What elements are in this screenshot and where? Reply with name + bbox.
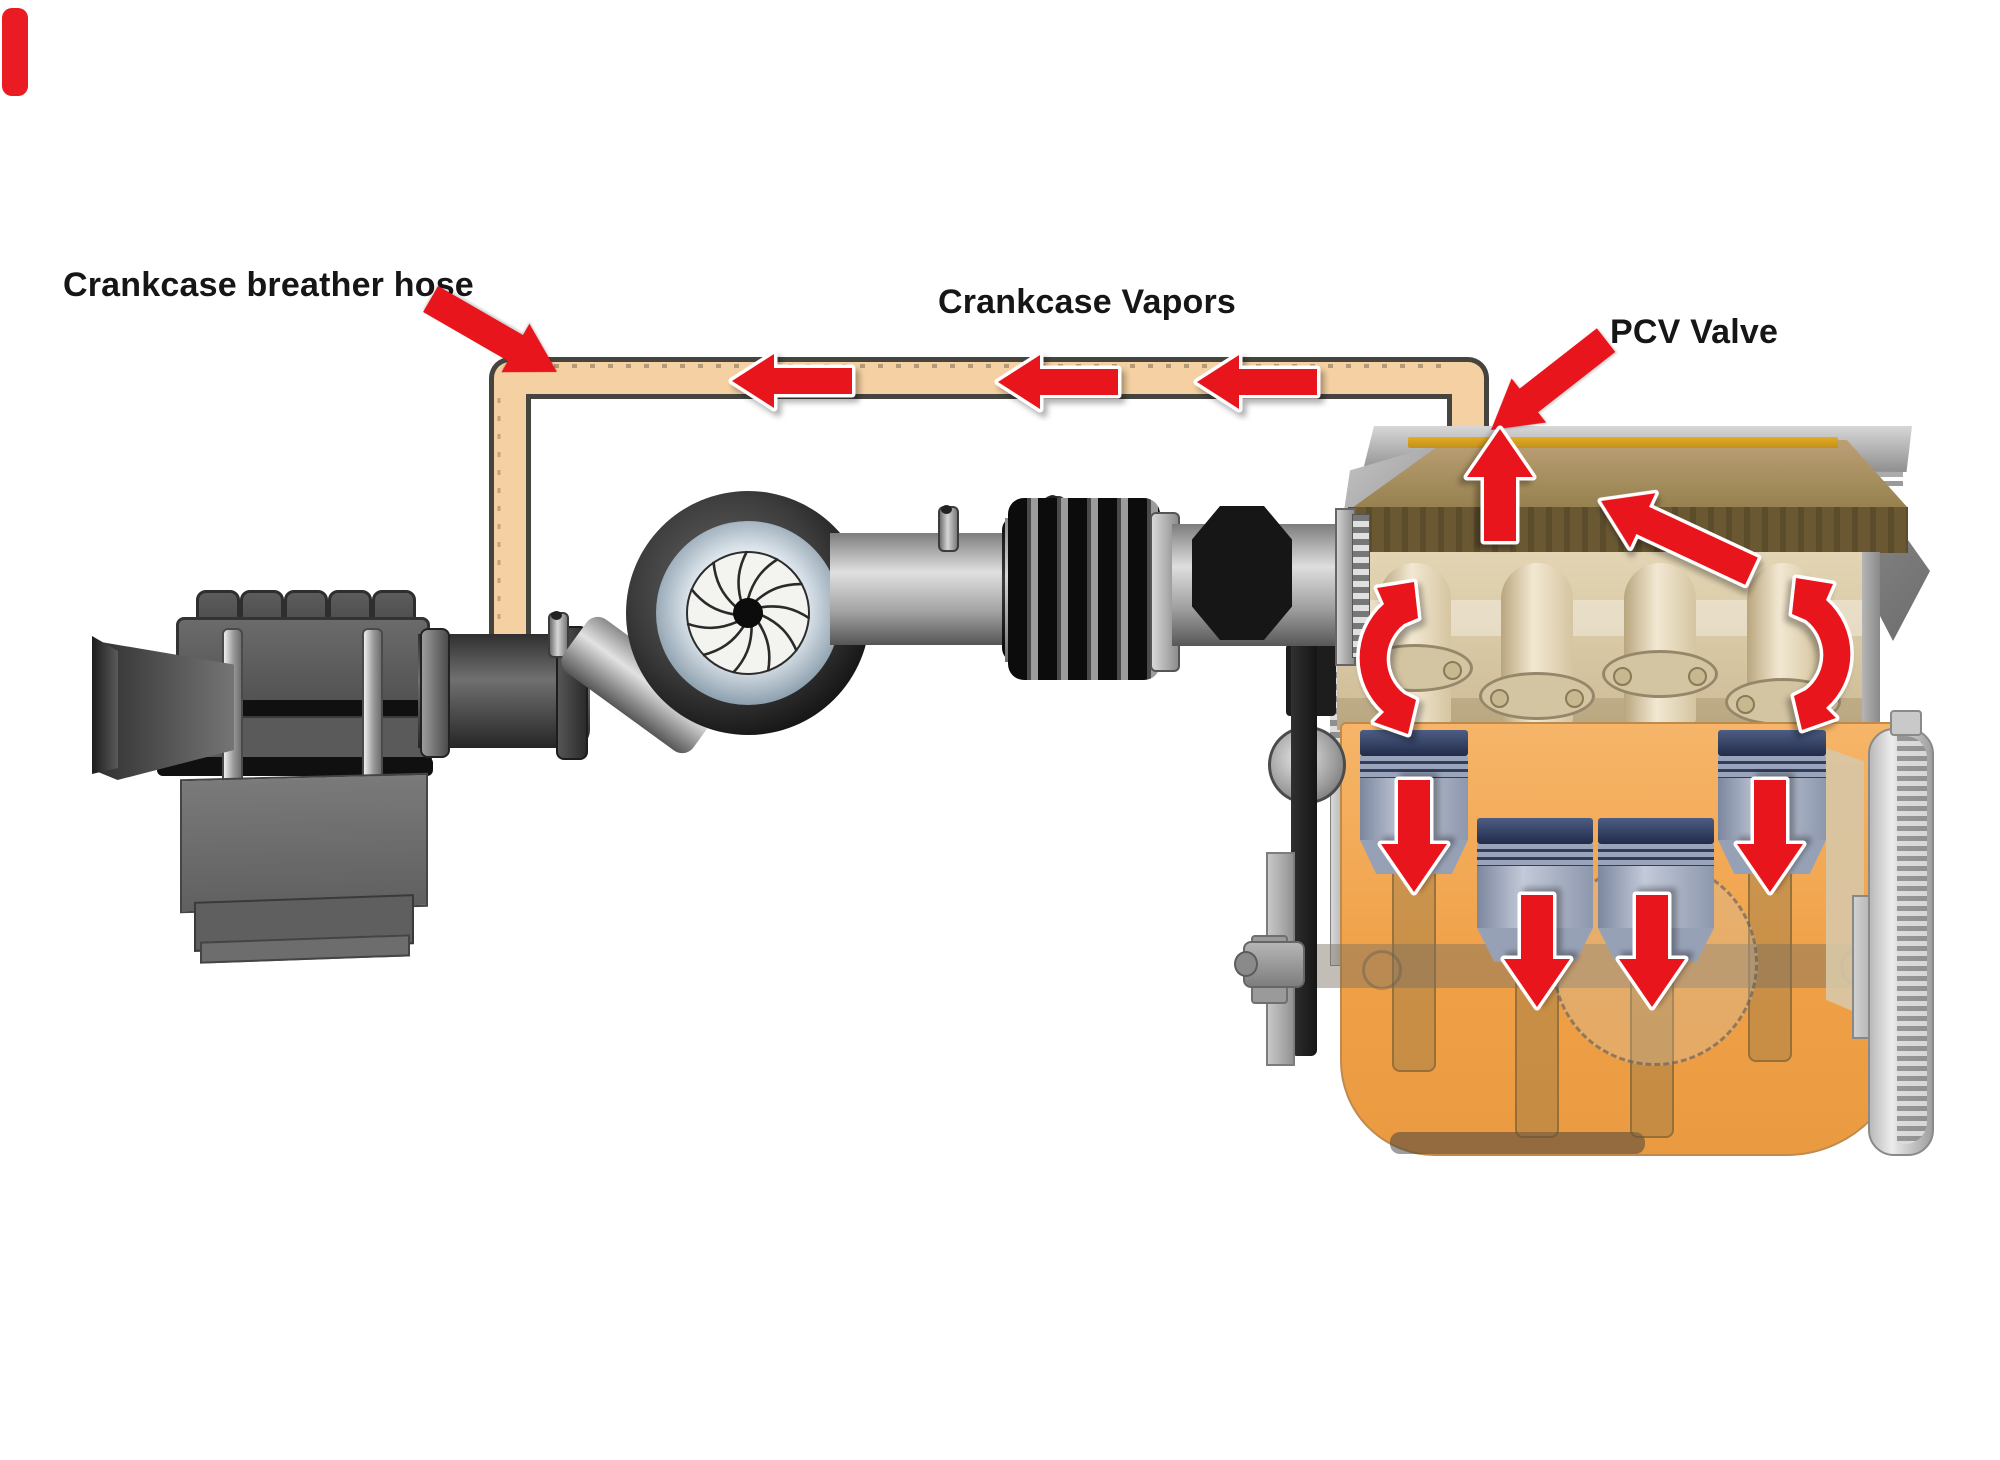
runner-flange-2 — [1479, 672, 1595, 720]
piston-1-skirt — [1360, 840, 1468, 874]
piston-1-body — [1360, 778, 1468, 840]
piston-2-skirt — [1477, 928, 1593, 962]
label-crankcase-breather-hose: Crankcase breather hose — [63, 266, 474, 304]
charge-pipe-nipple-1 — [938, 505, 959, 552]
valve-cover-olive-band — [1348, 507, 1908, 553]
piston-1-crown — [1360, 730, 1468, 756]
piston-2-rings — [1477, 844, 1593, 866]
turbo-hub — [733, 598, 763, 628]
flex-bellows — [1008, 498, 1160, 680]
charge-pipe-1 — [830, 533, 1022, 645]
crank-journal-ghost-1 — [1362, 950, 1402, 990]
piston-4-crown — [1718, 730, 1826, 756]
runner-flange-1 — [1357, 644, 1473, 692]
piston-3-crown — [1598, 818, 1714, 844]
flywheel-ring-gear-teeth — [1897, 736, 1927, 1144]
intake-funnel-lip — [92, 636, 118, 774]
engine-inlet-toothed-strip — [1352, 514, 1370, 658]
piston-4 — [1718, 730, 1826, 874]
piston-4-skirt — [1718, 840, 1826, 874]
hose-fill — [494, 362, 1484, 650]
piston-2-body — [1477, 866, 1593, 928]
red-corner-marker — [2, 8, 28, 96]
label-pcv-valve: PCV Valve — [1610, 313, 1779, 351]
valve-cover-top-surface — [1352, 440, 1908, 508]
piston-3-skirt — [1598, 928, 1714, 962]
engine-right-edge-strip — [1862, 552, 1880, 732]
intake-runner-3 — [1624, 563, 1696, 725]
oil-pan-shadow — [1390, 1132, 1645, 1154]
filter-pipe-nipple — [548, 611, 569, 658]
turbocharger — [626, 491, 870, 735]
piston-3 — [1598, 818, 1714, 962]
valve-cover-gold-stripe — [1408, 437, 1838, 448]
filter-outlet-clamp — [420, 628, 450, 758]
piston-3-rings — [1598, 844, 1714, 866]
piston-1-rings — [1360, 756, 1468, 778]
air-filter-housing-lower — [180, 772, 428, 914]
piston-1 — [1360, 730, 1468, 874]
runner-flange-4 — [1725, 678, 1841, 726]
stub-shaft-bolt — [1234, 951, 1258, 977]
flywheel-top-tab — [1890, 710, 1922, 736]
throttle-body-boot — [1192, 506, 1292, 640]
piston-2-crown — [1477, 818, 1593, 844]
piston-2 — [1477, 818, 1593, 962]
piston-4-body — [1718, 778, 1826, 840]
piston-4-rings — [1718, 756, 1826, 778]
piston-3-body — [1598, 866, 1714, 928]
runner-flange-3 — [1602, 650, 1718, 698]
label-crankcase-vapors: Crankcase Vapors — [938, 283, 1237, 321]
